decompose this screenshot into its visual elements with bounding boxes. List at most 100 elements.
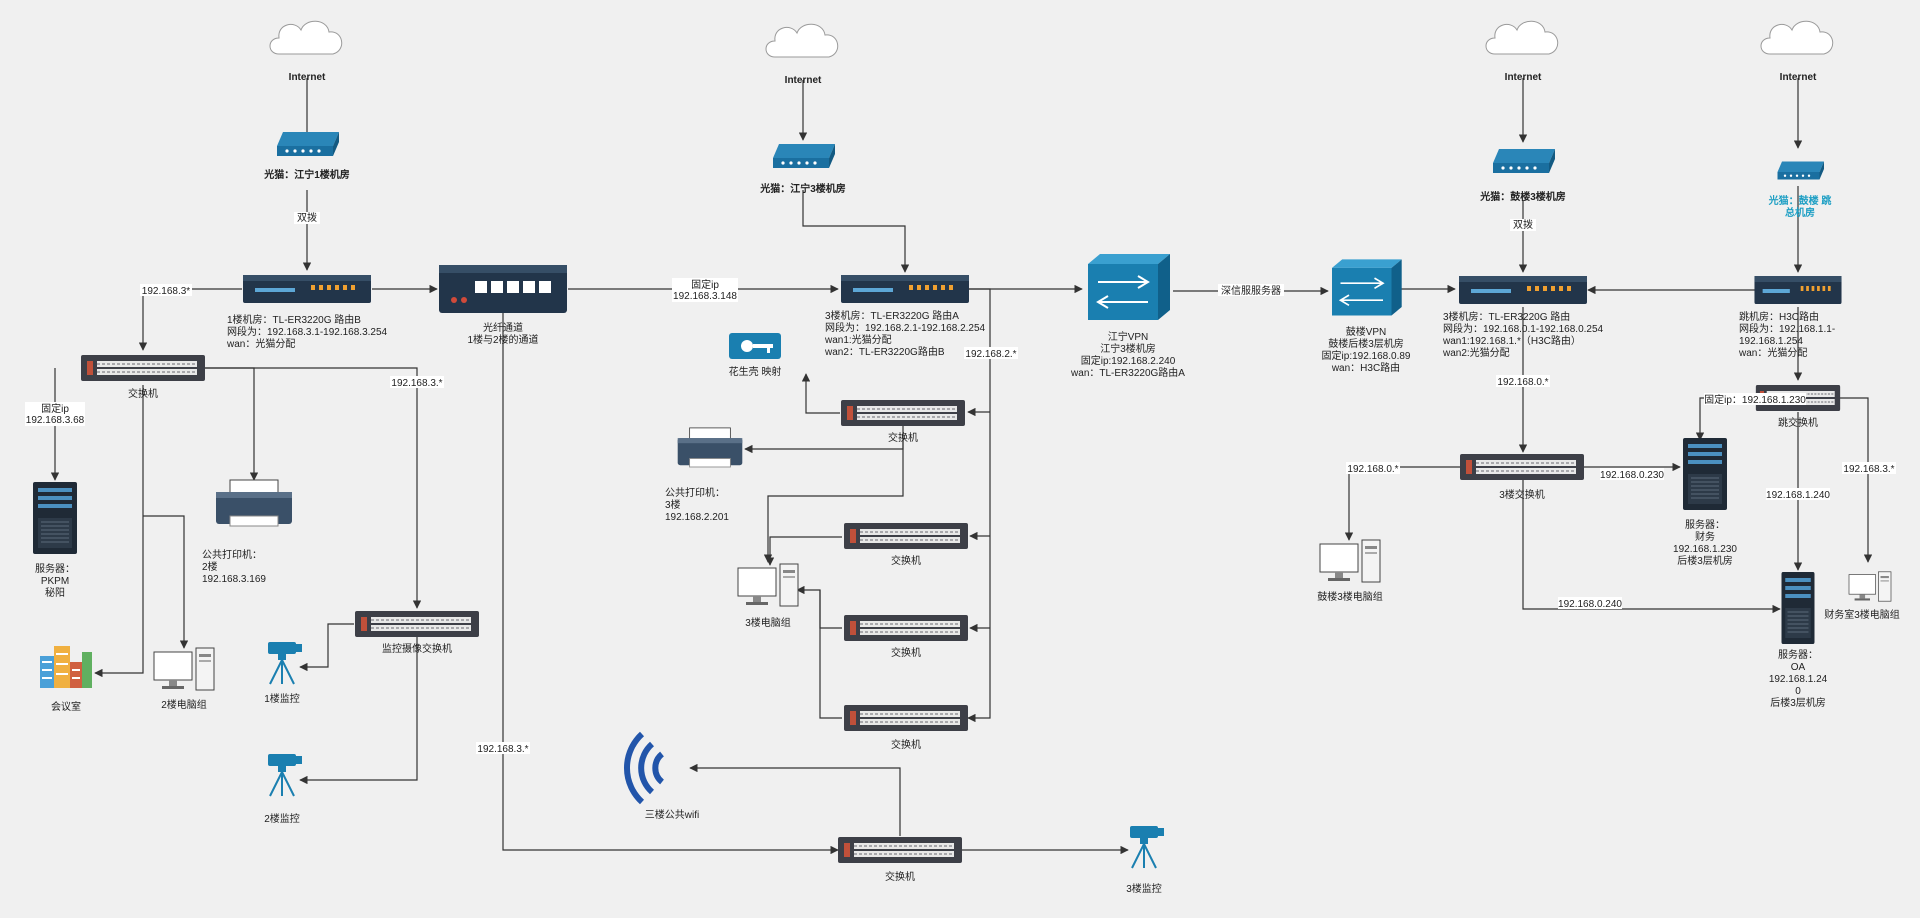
switch-jump: 跳交换机 (1755, 384, 1841, 429)
router-gulou-3f: 3楼机房：TL-ER3220G 路由 网段为：192.168.0.1-192.1… (1442, 276, 1604, 359)
vpn-label-line: 鼓楼后楼3层机房 (1328, 337, 1404, 350)
edge-label-ip3c: 192.168.3.* (476, 742, 530, 755)
edge-label-text: 深信服服务器 (1221, 284, 1281, 297)
server-label-line: 服务器： (35, 562, 75, 575)
server-pkpm: 服务器： PKPM 秘阳 (32, 481, 78, 599)
camera-1f: 1楼监控 (264, 641, 303, 705)
server-label-line: 财务 (1695, 530, 1715, 543)
vpn-label-line: 鼓楼VPN (1346, 325, 1387, 338)
router-label-line: 网段为：192.168.0.1-192.168.0.254 (1443, 322, 1604, 335)
pc-icon (737, 563, 799, 607)
server-icon (1682, 437, 1728, 511)
pc-icon (153, 647, 215, 691)
printer-icon (677, 427, 743, 468)
patch-label-line: 1楼与2楼的通道 (467, 333, 538, 346)
modem-label: 光猫：江宁3楼机房 (759, 182, 846, 195)
peanut-label: 花生壳 映射 (729, 365, 782, 378)
edge-label-ip0a: 192.168.0.* (1496, 375, 1550, 388)
server-label-line: 秘阳 (45, 586, 65, 599)
switch-icon (354, 610, 480, 638)
edge-label-text: 192.168.2.* (965, 349, 1016, 360)
edge-label-dual1: 双拨 (294, 211, 320, 224)
modem-jiangning-3f: 光猫：江宁3楼机房 (759, 144, 846, 195)
modem-label-line2: 总机房 (1785, 206, 1815, 219)
router-label-line: 3楼机房：TL-ER3220G 路由 (1443, 310, 1570, 323)
vpn-icon (1331, 258, 1403, 317)
switch-icon (837, 836, 963, 864)
switch-icon (843, 704, 969, 732)
pc-icon (1319, 539, 1381, 583)
modem-label: 光猫：鼓楼 跳 (1768, 194, 1832, 207)
router-h3c: 跳机房：H3C路由 网段为：192.168.1.1- 192.168.1.254… (1738, 276, 1842, 359)
vpn-label-line: 江宁3楼机房 (1100, 342, 1156, 355)
camera-2f: 2楼监控 (264, 753, 303, 825)
switch-3f-c: 交换机 (843, 614, 969, 659)
switch-label: 交换机 (888, 431, 918, 444)
switch-icon (843, 614, 969, 642)
vpn-label-line: 江宁VPN (1108, 330, 1149, 343)
modem-icon (773, 144, 835, 168)
switch-3f-a: 交换机 (840, 399, 966, 444)
router-label-line: 3楼机房：TL-ER3220G 路由A (825, 309, 959, 322)
modem-icon (277, 132, 339, 156)
edge-label-text: 192.168.3* (142, 286, 190, 297)
modem-gulou-jump: 光猫：鼓楼 跳 总机房 (1768, 161, 1832, 219)
vpn-label-line: wan：TL-ER3220G路由A (1070, 366, 1185, 379)
edge-label-text: 192.168.0.230 (1600, 470, 1664, 481)
router-label-line: 网段为：192.168.1.1- (1739, 322, 1835, 335)
server-oa: 服务器： OA 192.168.1.24 0 后楼3层机房 (1769, 571, 1828, 709)
printer-label-line: 2楼 (202, 560, 218, 573)
modem-icon (1493, 149, 1555, 173)
router-icon (1459, 276, 1587, 304)
printer-2f: 公共打印机： 2楼 192.168.3.169 (202, 479, 293, 585)
edge-label-text: 192.168.3.* (391, 378, 442, 389)
router-label-line: wan：光猫分配 (226, 337, 295, 350)
switch-label: 监控摄像交换机 (382, 642, 452, 655)
edge-label-text: 192.168.3.68 (26, 415, 85, 426)
server-finance: 服务器： 财务 192.168.1.230 后楼3层机房 (1673, 437, 1737, 567)
edge-label-text: 双拨 (297, 211, 317, 224)
switch-label: 交换机 (891, 554, 921, 567)
server-label-line: OA (1791, 662, 1806, 673)
router-label-line: wan2:光猫分配 (1442, 346, 1510, 359)
modem-icon (1777, 161, 1824, 180)
printer-label-line: 192.168.2.201 (665, 512, 729, 523)
router-a: 3楼机房：TL-ER3220G 路由A 网段为：192.168.2.1-192.… (824, 275, 986, 358)
cloud-internet-2: Internet (765, 23, 839, 86)
edge-label-text: 双拨 (1513, 218, 1533, 231)
key-icon (729, 333, 781, 359)
pc-label: 财务室3楼电脑组 (1824, 608, 1900, 621)
router-label-line: wan1:192.168.1.*（H3C路由） (1442, 334, 1581, 347)
server-label-line: 0 (1795, 686, 1801, 697)
edge-label-ip0240: 192.168.0.240 (1558, 597, 1622, 610)
cloud-icon (1485, 20, 1559, 55)
pc-group-gulou-3f: 鼓楼3楼电脑组 (1317, 539, 1383, 603)
printer-label-line: 公共打印机： (665, 486, 725, 499)
edge-label-text: 192.168.0.240 (1558, 599, 1622, 610)
edge-label-ip1240: 192.168.1.240 (1766, 488, 1830, 501)
printer-label-line: 公共打印机： (202, 548, 262, 561)
switch-icon (843, 522, 969, 550)
printer-label-line: 3楼 (665, 498, 681, 511)
switch-label: 跳交换机 (1778, 416, 1818, 429)
router-label-line: wan：光猫分配 (1738, 346, 1807, 359)
server-label-line: 服务器： (1685, 518, 1725, 531)
server-label-line: PKPM (41, 576, 69, 587)
server-label-line: 服务器： (1778, 648, 1818, 661)
router-icon (841, 275, 969, 303)
camera-icon (1129, 825, 1165, 869)
pc-label: 2楼电脑组 (161, 698, 207, 711)
router-label-line: 网段为：192.168.3.1-192.168.3.254 (227, 325, 388, 338)
meeting-label: 会议室 (51, 700, 81, 713)
switch-label: 3楼交换机 (1499, 488, 1545, 501)
building-icon (40, 646, 92, 688)
camera-icon (267, 753, 303, 797)
router-label-line: 192.168.1.254 (1739, 336, 1803, 347)
cloud-label: Internet (1780, 72, 1817, 83)
cloud-internet-4: Internet (1760, 20, 1834, 83)
wifi-label: 三楼公共wifi (645, 808, 699, 821)
edge-label-text: 固定ip：192.168.1.230 (1704, 393, 1806, 406)
edge-label-text: 192.168.3.* (477, 744, 528, 755)
